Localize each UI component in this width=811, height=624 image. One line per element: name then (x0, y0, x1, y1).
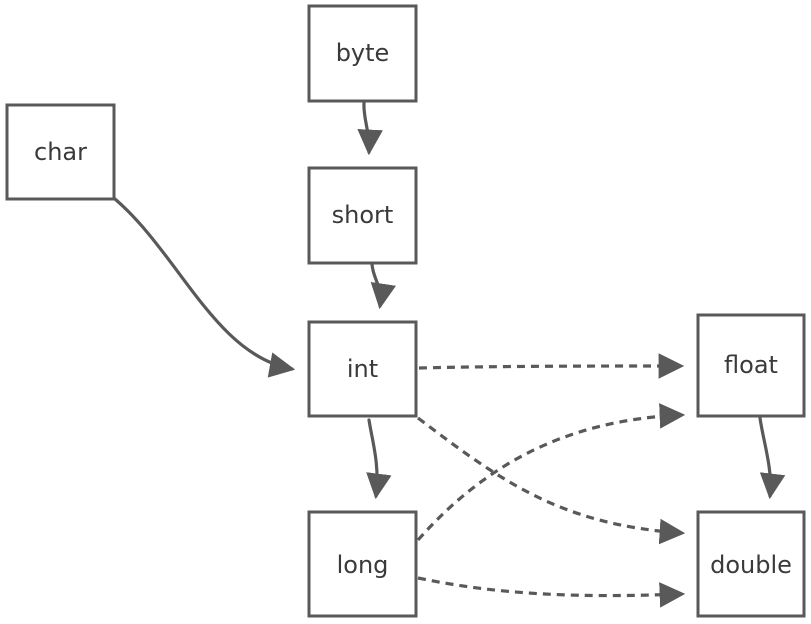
node-short-box (307, 166, 418, 265)
node-byte: byte (307, 4, 418, 103)
node-char: char (5, 103, 116, 201)
node-long: long (307, 510, 418, 618)
edge-int-to-float (418, 353, 685, 379)
node-float-label: float (724, 351, 778, 379)
node-char-box (5, 103, 116, 201)
node-char-label: char (34, 138, 87, 166)
node-float-box (696, 313, 806, 418)
edge-byte-to-short (357, 101, 383, 156)
node-int-box (307, 320, 418, 418)
edge-long-to-double (417, 576, 686, 608)
node-int: int (307, 320, 418, 418)
node-int-label: int (347, 355, 378, 383)
edge-float-to-double (758, 416, 786, 500)
node-short: short (307, 166, 418, 265)
edge-int-to-long (366, 418, 392, 500)
edge-int-to-double (417, 416, 686, 545)
edge-long-to-float (416, 403, 686, 542)
edges (113, 101, 786, 608)
edge-short-to-int (370, 262, 396, 310)
node-long-box (307, 510, 418, 618)
node-long-label: long (337, 551, 389, 579)
node-float: float (696, 313, 806, 418)
edge-char-to-int (113, 197, 296, 378)
node-byte-label: byte (336, 39, 390, 67)
node-double-box (696, 510, 806, 618)
node-double-label: double (710, 551, 792, 579)
node-byte-box (307, 4, 418, 103)
node-short-label: short (332, 201, 394, 229)
node-double: double (696, 510, 806, 618)
